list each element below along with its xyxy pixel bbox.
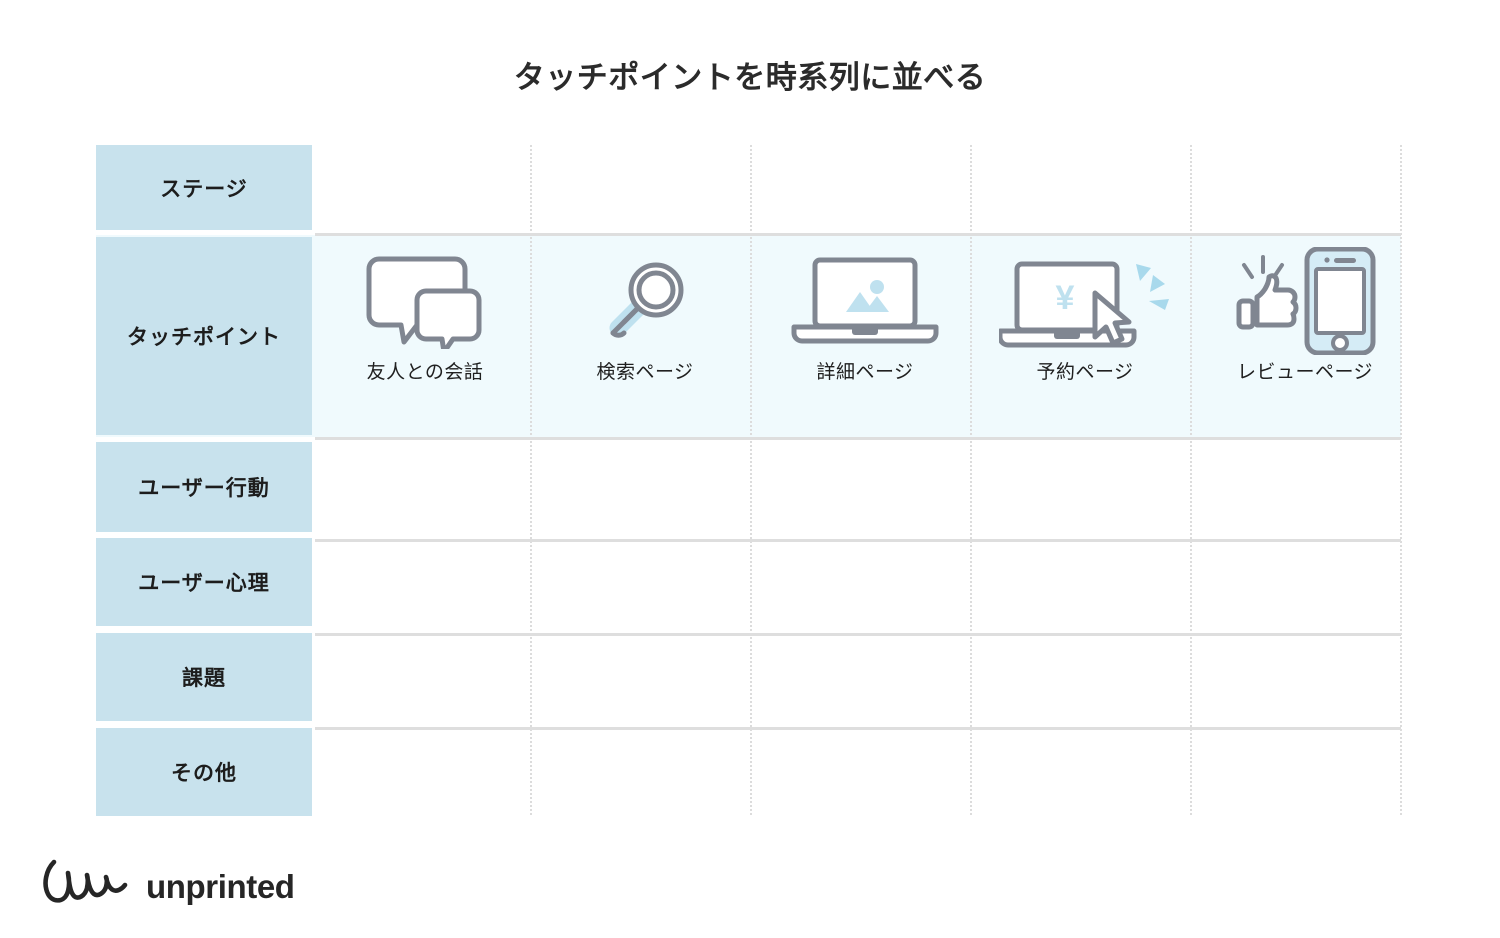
touchpoint-cell-5[interactable]: レビューページ	[1195, 235, 1415, 437]
column-divider-2	[750, 145, 752, 815]
row-divider-stage-touchpoint	[315, 233, 1401, 236]
magnifier-icon	[535, 235, 755, 353]
row-label-text: ステージ	[160, 177, 248, 201]
touchpoint-label: レビューページ	[1236, 362, 1374, 383]
row-label-other[interactable]: その他	[96, 728, 312, 816]
touchpoint-label: 検索ページ	[596, 362, 694, 383]
touchpoint-cell-1[interactable]: 友人との会話	[315, 235, 535, 437]
thumbs-up-smartphone-icon	[1195, 235, 1415, 355]
row-label-text: その他	[171, 762, 237, 785]
column-divider-5	[1400, 145, 1402, 815]
touchpoint-label: 友人との会話	[366, 362, 484, 383]
touchpoint-cell-4[interactable]: ¥ 予約ページ	[975, 235, 1195, 437]
touchpoint-cell-3[interactable]: 詳細ページ	[755, 235, 975, 437]
row-divider-issues-other	[315, 727, 1401, 730]
row-label-behavior[interactable]: ユーザー行動	[96, 442, 312, 532]
speech-bubbles-icon	[315, 235, 535, 353]
row-divider-touchpoint-behavior	[315, 437, 1401, 440]
laptop-photo-icon	[755, 235, 975, 353]
laptop-yen-cursor-icon: ¥	[975, 235, 1195, 353]
unprinted-squiggle-mark-icon	[40, 858, 132, 915]
row-label-issues[interactable]: 課題	[96, 633, 312, 721]
row-label-text: ユーザー行動	[138, 477, 270, 500]
row-divider-psychology-issues	[315, 633, 1401, 636]
journey-matrix: ステージ タッチポイント ユーザー行動 ユーザー心理 課題 その他	[96, 145, 1402, 816]
touchpoint-label: 予約ページ	[1036, 362, 1134, 383]
touchpoint-label: 詳細ページ	[816, 362, 914, 383]
column-divider-1	[530, 145, 532, 815]
column-divider-3	[970, 145, 972, 815]
row-label-text: 課題	[182, 667, 226, 690]
column-divider-4	[1190, 145, 1192, 815]
touchpoint-cell-2[interactable]: 検索ページ	[535, 235, 755, 437]
row-label-stage[interactable]: ステージ	[96, 145, 312, 230]
row-label-text: タッチポイント	[127, 326, 281, 349]
brand-logo[interactable]: unprinted	[40, 858, 295, 915]
row-label-text: ユーザー心理	[138, 572, 270, 595]
brand-name: unprinted	[146, 867, 295, 905]
row-label-psychology[interactable]: ユーザー心理	[96, 538, 312, 626]
page-title: タッチポイントを時系列に並べる	[513, 60, 987, 95]
svg-text:¥: ¥	[1056, 279, 1075, 317]
row-divider-behavior-psychology	[315, 539, 1401, 542]
row-label-touchpoint[interactable]: タッチポイント	[96, 237, 312, 435]
